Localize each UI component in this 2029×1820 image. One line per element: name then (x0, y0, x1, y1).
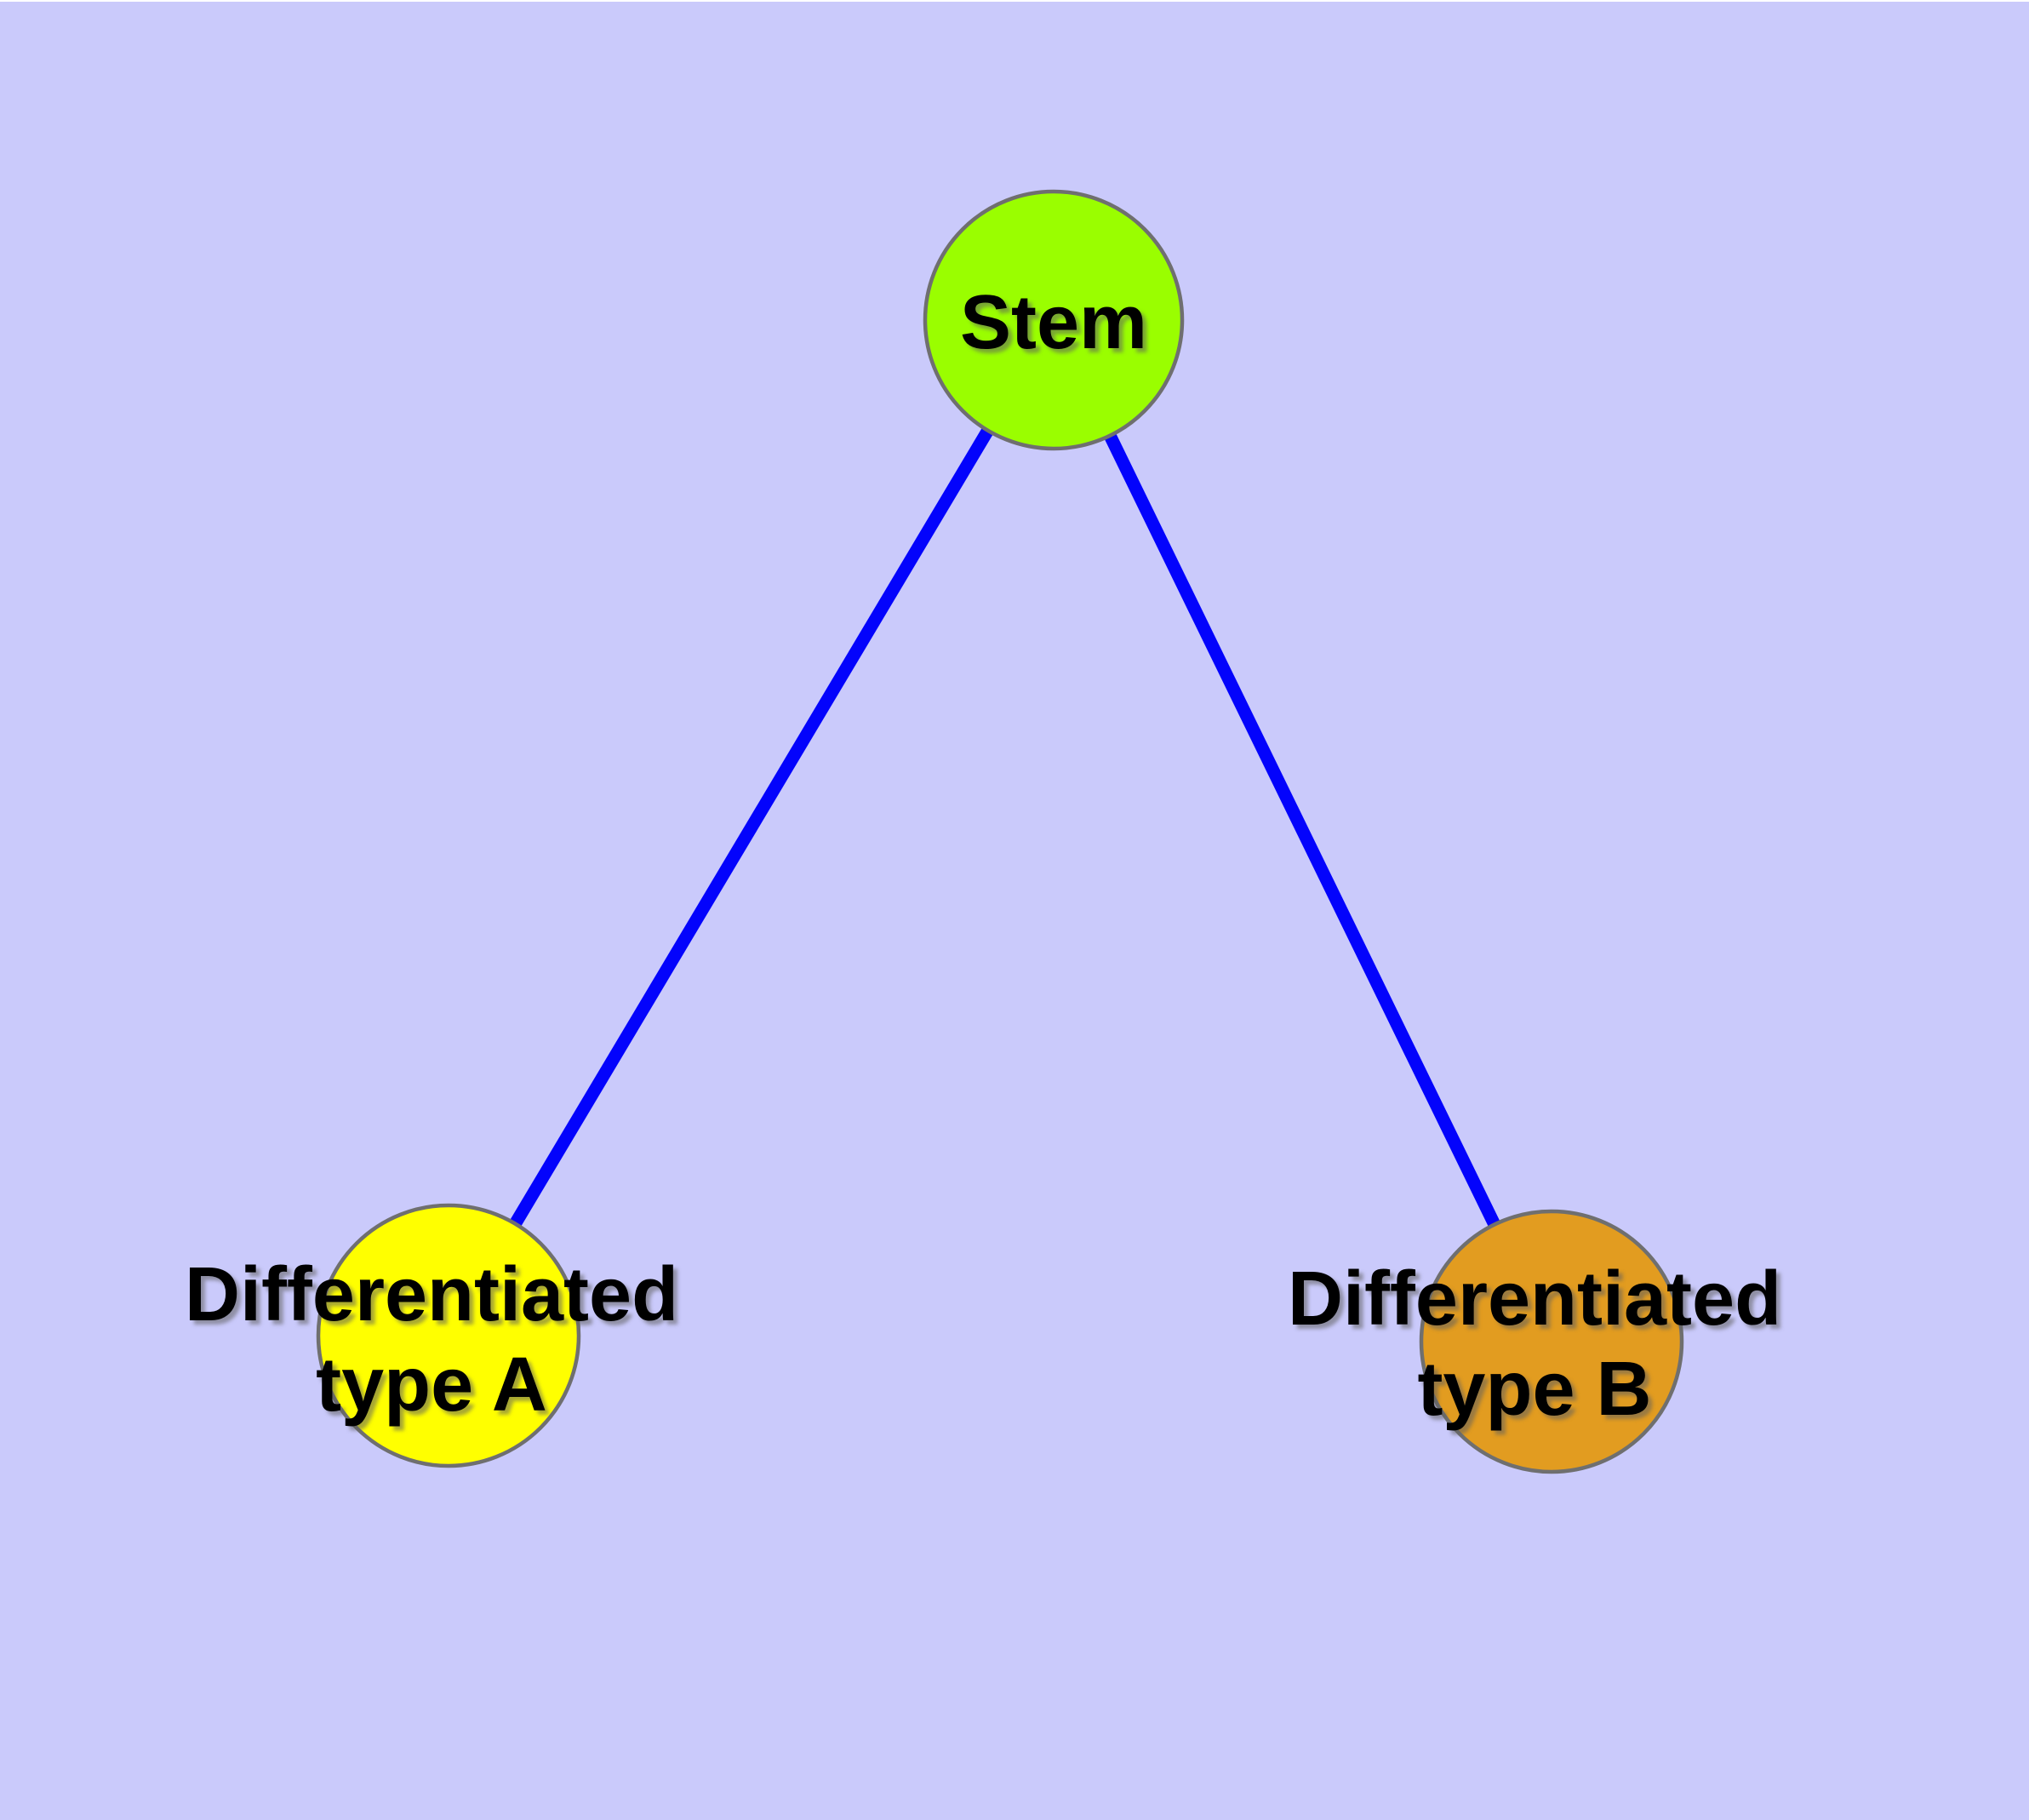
edge-stem-to-type-b (1048, 317, 1557, 1345)
node-type-b-circle (1419, 1209, 1684, 1474)
node-type-a-circle (316, 1203, 581, 1468)
node-type-a-label-line1: Differentiated (184, 1252, 679, 1337)
node-type-b-label-line2: type B (1417, 1347, 1652, 1432)
node-stem-circle (923, 189, 1185, 451)
edge-stem-to-type-a (443, 317, 1060, 1339)
node-type-b-label-line1: Differentiated (1287, 1256, 1782, 1342)
node-stem-label-line: Stem (959, 280, 1148, 365)
node-stem-label: Stem (960, 278, 1147, 368)
node-type-b-label: Differentiated type B (1288, 1254, 1781, 1434)
node-type-a-label: Differentiated type A (185, 1250, 678, 1430)
node-type-a-label-line2: type A (316, 1342, 547, 1428)
